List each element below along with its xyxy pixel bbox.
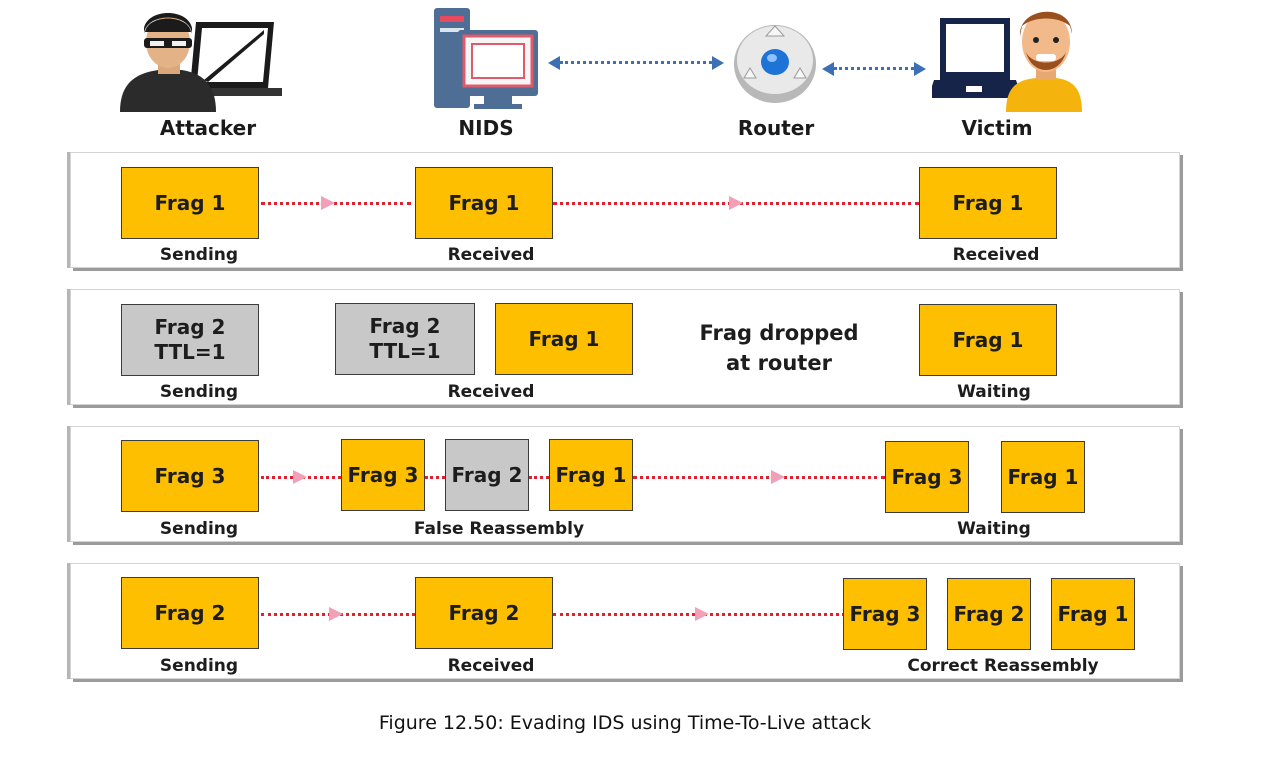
- stage-caption: Sending: [159, 656, 239, 676]
- stage-caption: Sending: [159, 519, 239, 539]
- left-arrowhead-icon: [822, 62, 834, 76]
- nids-label: NIDS: [458, 116, 514, 140]
- fragment-box: Frag 3: [341, 439, 425, 511]
- victim-label: Victim: [961, 116, 1033, 140]
- fragment-box: Frag 1: [919, 304, 1057, 376]
- fragment-box: Frag 2: [947, 578, 1031, 650]
- flow-arrowhead-icon: [729, 196, 743, 210]
- drop-note: Frag dropped at router: [699, 321, 859, 376]
- stage-caption: False Reassembly: [413, 519, 585, 539]
- right-arrowhead-icon: [712, 56, 724, 70]
- fragment-box: Frag 1: [549, 439, 633, 511]
- fragment-box: Frag 1: [121, 167, 259, 239]
- stage-panel-2: Frag 2 TTL=1 Frag 2 TTL=1 Frag 1 Frag dr…: [70, 289, 1180, 405]
- fragment-box: Frag 1: [495, 303, 633, 375]
- router-icon: [730, 20, 820, 106]
- flow-line: [261, 202, 411, 205]
- stage-caption: Waiting: [957, 519, 1031, 539]
- right-arrowhead-icon: [914, 62, 926, 76]
- stage-caption: Sending: [159, 382, 239, 402]
- router-victim-link: [834, 67, 914, 70]
- nids-icon: [432, 4, 542, 112]
- victim-icon: [928, 2, 1082, 112]
- fragment-box: Frag 3: [885, 441, 969, 513]
- fragment-box: Frag 1: [919, 167, 1057, 239]
- stage-caption: Received: [447, 382, 535, 402]
- stage-caption: Sending: [159, 245, 239, 265]
- flow-arrowhead-icon: [771, 470, 785, 484]
- flow-line: [425, 476, 445, 479]
- stage-panel-3: Frag 3 Frag 3 Frag 2 Frag 1 Frag 3 Frag …: [70, 426, 1180, 542]
- figure-caption: Figure 12.50: Evading IDS using Time-To-…: [378, 712, 872, 734]
- dropped-fragment-box: Frag 2 TTL=1: [121, 304, 259, 376]
- fragment-box: Frag 2: [121, 577, 259, 649]
- flow-arrowhead-icon: [321, 196, 335, 210]
- flow-line: [529, 476, 549, 479]
- fragment-box: Frag 1: [1051, 578, 1135, 650]
- stage-caption: Received: [447, 245, 535, 265]
- nids-router-link: [560, 61, 712, 64]
- fragment-box: Frag 2: [415, 577, 553, 649]
- attacker-icon: [118, 4, 284, 112]
- fragment-box: Frag 1: [1001, 441, 1085, 513]
- flow-arrowhead-icon: [293, 470, 307, 484]
- flow-arrowhead-icon: [329, 607, 343, 621]
- router-label: Router: [737, 116, 815, 140]
- fragment-box: Frag 3: [121, 440, 259, 512]
- flow-arrowhead-icon: [695, 607, 709, 621]
- stage-caption: Waiting: [957, 382, 1031, 402]
- stage-panel-4: Frag 2 Frag 2 Frag 3 Frag 2 Frag 1 Sendi…: [70, 563, 1180, 679]
- fragment-box: Frag 1: [415, 167, 553, 239]
- dropped-fragment-box: Frag 2: [445, 439, 529, 511]
- dropped-fragment-box: Frag 2 TTL=1: [335, 303, 475, 375]
- stage-caption: Received: [447, 656, 535, 676]
- stage-caption: Correct Reassembly: [907, 656, 1099, 676]
- stage-caption: Received: [952, 245, 1040, 265]
- stage-panel-1: Frag 1 Frag 1 Frag 1 Sending Received Re…: [70, 152, 1180, 268]
- attacker-label: Attacker: [159, 116, 257, 140]
- fragment-box: Frag 3: [843, 578, 927, 650]
- left-arrowhead-icon: [548, 56, 560, 70]
- flow-line: [633, 476, 885, 479]
